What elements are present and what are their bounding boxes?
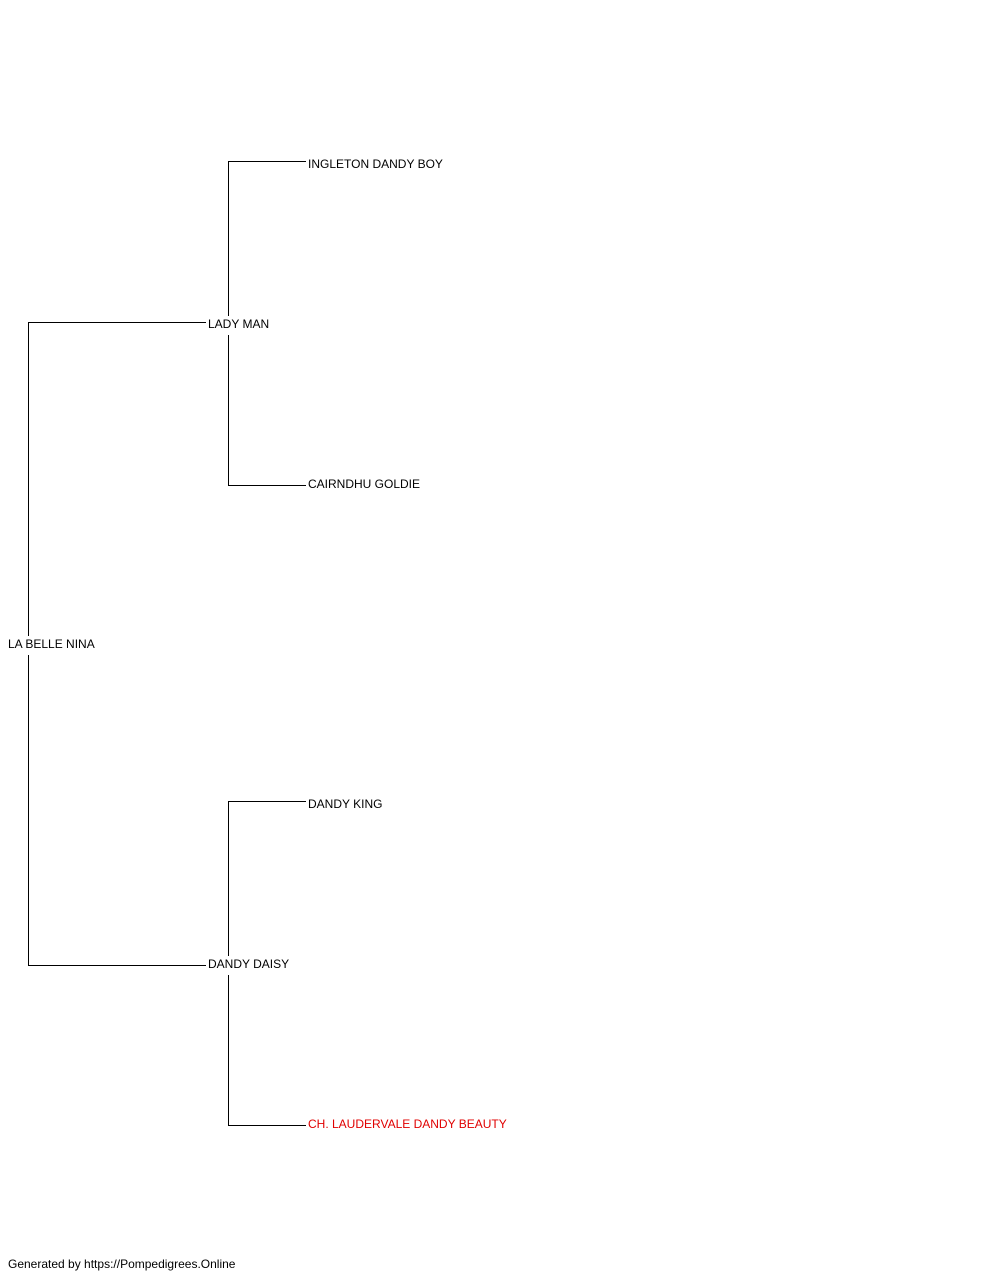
dam-sire-name[interactable]: DANDY KING [308,797,383,811]
connector-root-to-dam [28,655,206,966]
connector-dam-to-dam-sire [228,801,306,956]
footer-credit: Generated by https://Pompedigrees.Online [8,1257,236,1271]
sire-sire-name[interactable]: INGLETON DANDY BOY [308,157,443,171]
connector-root-to-sire [28,322,206,636]
sire-dam-name[interactable]: CAIRNDHU GOLDIE [308,477,421,491]
subject-name[interactable]: LA BELLE NINA [8,637,95,651]
connector-dam-to-dam-dam [228,975,306,1126]
dam-name[interactable]: DANDY DAISY [208,957,290,971]
sire-name[interactable]: LADY MAN [208,317,270,331]
dam-dam-name[interactable]: CH. LAUDERVALE DANDY BEAUTY [308,1117,507,1131]
connector-sire-to-sire-dam [228,335,306,486]
connector-sire-to-sire-sire [228,161,306,316]
